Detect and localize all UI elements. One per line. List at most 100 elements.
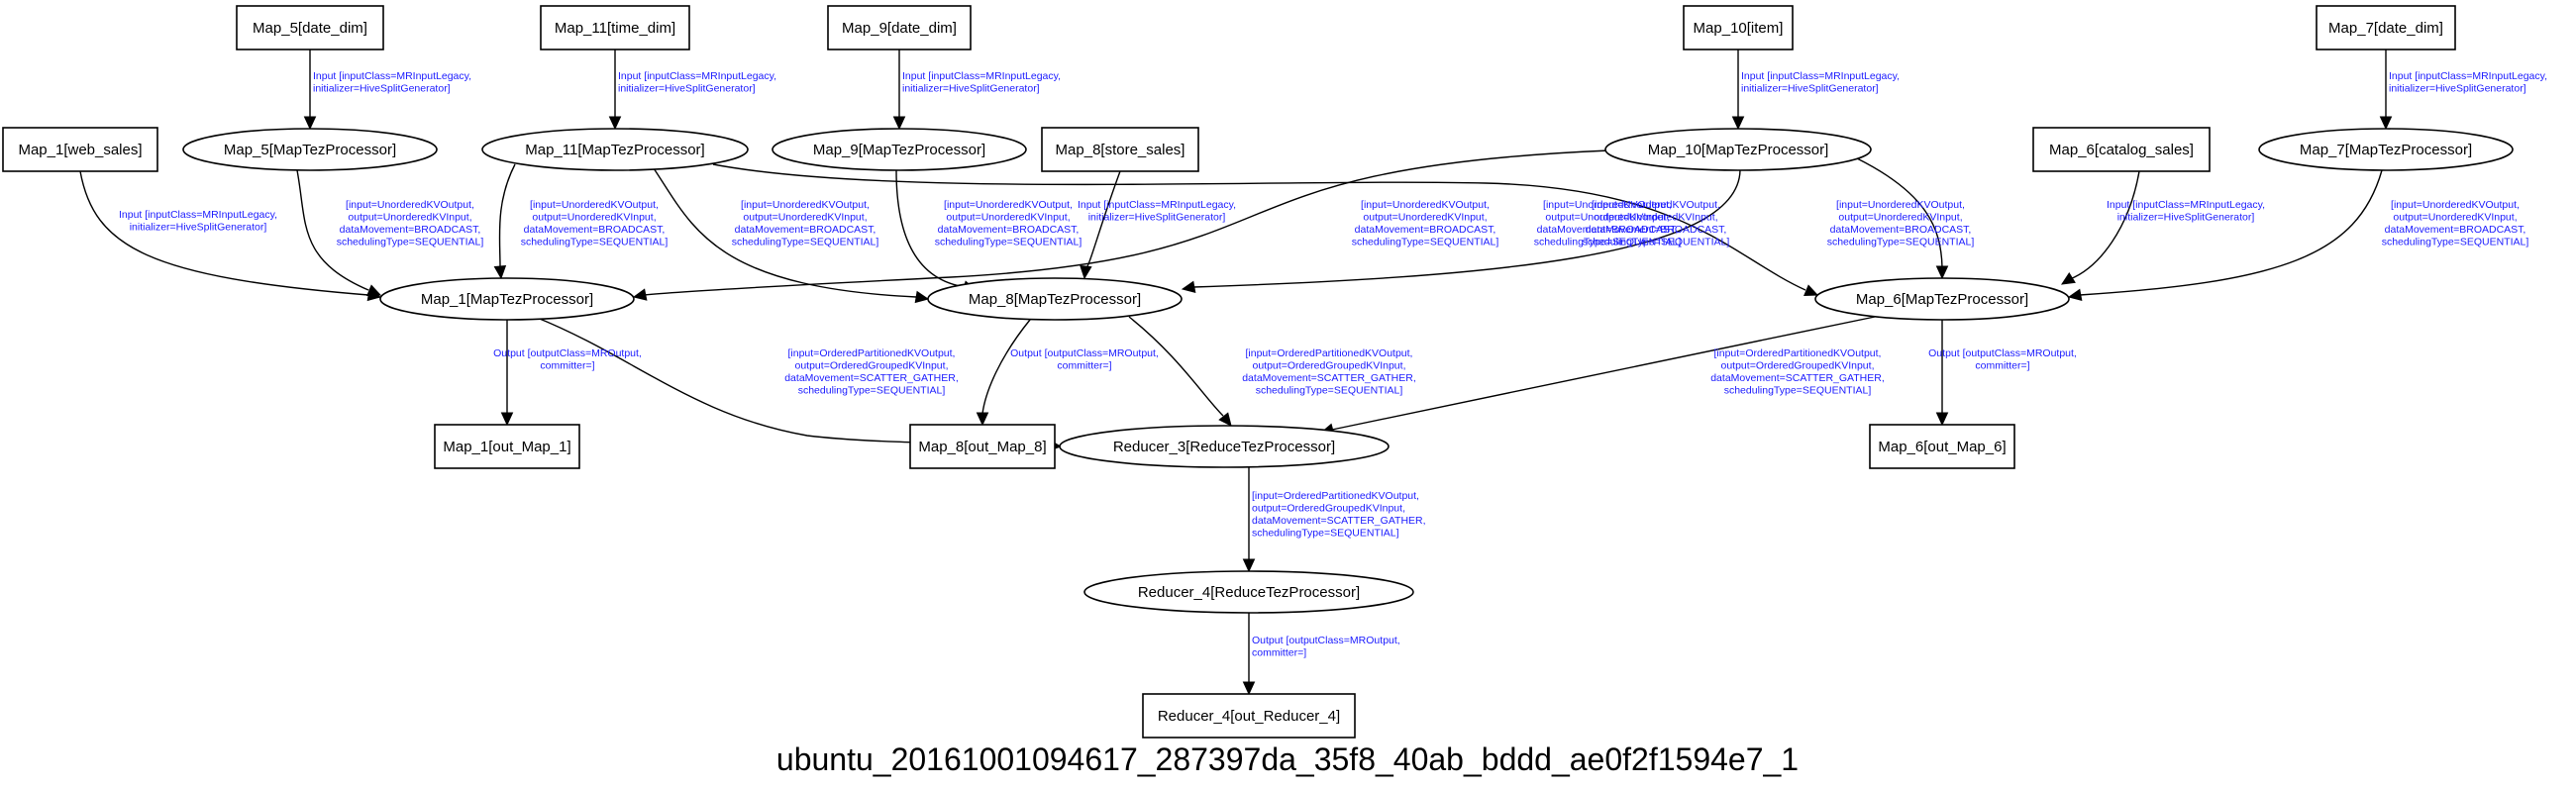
- arrowhead-icon: [366, 284, 382, 296]
- nodes-layer: Map_5[date_dim] Map_11[time_dim] Map_9[dat…: [2, 5, 2514, 739]
- node-rect: [1869, 424, 2015, 469]
- arrowhead-icon: [914, 290, 930, 304]
- node-ellipse: [379, 277, 635, 321]
- node-map1-proc: Map_1[MapTezProcessor]: [379, 277, 635, 321]
- node-map9-src: Map_9[date_dim]: [827, 5, 972, 50]
- node-label: Map_8[MapTezProcessor]: [969, 291, 1141, 308]
- edge-line: [1856, 157, 1943, 268]
- edge-label: Input [inputClass=MRInputLegacy,initiali…: [2107, 199, 2265, 224]
- edge-line: [1128, 316, 1224, 417]
- node-map8-out: Map_8[out_Map_8]: [909, 424, 1056, 469]
- node-label: Map_1[MapTezProcessor]: [421, 291, 593, 308]
- arrowhead-icon: [303, 116, 317, 131]
- edge-label: Input [inputClass=MRInputLegacy,initiali…: [313, 70, 471, 95]
- node-rect: [2, 127, 158, 172]
- edge-label: Output [outputClass=MROutput,committer=]: [1928, 347, 2077, 372]
- edge-label: Input [inputClass=MRInputLegacy,initiali…: [119, 209, 277, 234]
- node-ellipse: [1814, 277, 2070, 321]
- edge-map11-proc-to-map6-proc: [712, 163, 1819, 296]
- edge-map5-proc-to-map1-proc: [296, 169, 382, 296]
- arrowhead-icon: [632, 288, 648, 301]
- node-ellipse: [1083, 570, 1414, 614]
- edge-label: [input=UnorderedKVOutput,output=Unordere…: [521, 199, 669, 248]
- edge-label: Input [inputClass=MRInputLegacy,initiali…: [902, 70, 1061, 95]
- node-ellipse: [1604, 128, 1872, 171]
- node-reducer4: Reducer_4[ReduceTezProcessor]: [1083, 570, 1414, 614]
- node-label: Map_7[MapTezProcessor]: [2300, 142, 2472, 158]
- arrowhead-icon: [1242, 558, 1256, 573]
- node-label: Map_6[MapTezProcessor]: [1856, 291, 2028, 308]
- node-label: Reducer_3[ReduceTezProcessor]: [1113, 439, 1335, 455]
- node-map6-out: Map_6[out_Map_6]: [1869, 424, 2015, 469]
- node-rect: [540, 5, 690, 50]
- edge-line: [1192, 169, 1741, 288]
- edge-label: Output [outputClass=MROutput,committer=]: [1252, 635, 1400, 659]
- edge-map1-src-to-map1-proc: [79, 170, 382, 302]
- edge-reducer3-to-reducer4: [1242, 467, 1256, 573]
- edge-line: [712, 163, 1806, 291]
- edge-label: Output [outputClass=MROutput,committer=]: [493, 347, 642, 372]
- edges-layer: [79, 49, 2393, 696]
- arrowhead-icon: [1080, 264, 1092, 280]
- node-map5-src: Map_5[date_dim]: [236, 5, 384, 50]
- node-map1-src: Map_1[web_sales]: [2, 127, 158, 172]
- node-map8-proc: Map_8[MapTezProcessor]: [927, 277, 1183, 321]
- edge-map1-proc-to-map1-out: [500, 320, 514, 427]
- edge-line: [2069, 170, 2140, 280]
- edge-label: [input=UnorderedKVOutput,output=Unordere…: [935, 199, 1082, 248]
- edge-map7-src-to-map7-proc: [2379, 49, 2393, 131]
- edge-line: [498, 163, 516, 268]
- node-map11-proc: Map_11[MapTezProcessor]: [481, 128, 749, 171]
- arrowhead-icon: [2067, 288, 2083, 301]
- edge-line: [296, 169, 369, 291]
- edge-map8-proc-to-map8-out: [976, 319, 1031, 427]
- node-map7-proc: Map_7[MapTezProcessor]: [2258, 128, 2514, 171]
- node-rect: [434, 424, 580, 469]
- edge-label: [input=UnorderedKVOutput,output=Unordere…: [1583, 199, 1730, 248]
- node-label: Map_9[date_dim]: [842, 20, 957, 37]
- arrowhead-icon: [1803, 284, 1819, 296]
- edge-map10-proc-to-map1-proc: [632, 149, 1610, 301]
- arrowhead-icon: [608, 116, 622, 131]
- edge-line: [895, 169, 967, 288]
- arrowhead-icon: [892, 116, 906, 131]
- edge-label: Input [inputClass=MRInputLegacy,initiali…: [618, 70, 776, 95]
- arrowhead-icon: [2379, 116, 2393, 131]
- edge-label: [input=OrderedPartitionedKVOutput,output…: [784, 347, 959, 397]
- edge-label: [input=UnorderedKVOutput,output=Unordere…: [732, 199, 879, 248]
- node-label: Map_11[MapTezProcessor]: [525, 142, 704, 158]
- edge-label: Output [outputClass=MROutput,committer=]: [1010, 347, 1159, 372]
- edge-line: [981, 319, 1031, 415]
- node-map5-proc: Map_5[MapTezProcessor]: [182, 128, 438, 171]
- node-label: Map_10[item]: [1694, 20, 1784, 37]
- node-ellipse: [2258, 128, 2514, 171]
- edge-map11-src-to-map11-proc: [608, 49, 622, 131]
- node-map6-proc: Map_6[MapTezProcessor]: [1814, 277, 2070, 321]
- arrowhead-icon: [1181, 280, 1196, 293]
- edge-map10-proc-to-map6-proc: [1856, 157, 1949, 280]
- edge-line: [653, 167, 917, 298]
- edge-label: [input=OrderedPartitionedKVOutput,output…: [1252, 490, 1426, 540]
- edge-label: Input [inputClass=MRInputLegacy,initiali…: [1741, 70, 1900, 95]
- edge-line: [643, 149, 1610, 296]
- node-label: Map_6[out_Map_6]: [1878, 439, 2006, 455]
- edge-map7-proc-to-map6-proc: [2067, 169, 2383, 301]
- edge-label: [input=OrderedPartitionedKVOutput,output…: [1710, 347, 1885, 397]
- node-label: Map_5[date_dim]: [253, 20, 367, 37]
- node-rect: [2316, 5, 2456, 50]
- node-label: Map_11[time_dim]: [555, 20, 675, 37]
- node-ellipse: [927, 277, 1183, 321]
- node-label: Map_1[out_Map_1]: [443, 439, 570, 455]
- edge-label: [input=UnorderedKVOutput,output=Unordere…: [337, 199, 484, 248]
- edge-label: [input=UnorderedKVOutput,output=Unordere…: [1534, 199, 1682, 248]
- node-label: Map_8[out_Map_8]: [918, 439, 1046, 455]
- edge-label: [input=UnorderedKVOutput,output=Unordere…: [1352, 199, 1499, 248]
- node-map7-src: Map_7[date_dim]: [2316, 5, 2456, 50]
- arrowhead-icon: [500, 412, 514, 427]
- node-label: Map_10[MapTezProcessor]: [1648, 142, 1829, 158]
- edge-label: [input=OrderedPartitionedKVOutput,output…: [1242, 347, 1416, 397]
- edge-map11-proc-to-map1-proc: [493, 163, 516, 280]
- edge-map10-src-to-map10-proc: [1731, 49, 1745, 131]
- edge-label: Input [inputClass=MRInputLegacy,initiali…: [1078, 199, 1236, 224]
